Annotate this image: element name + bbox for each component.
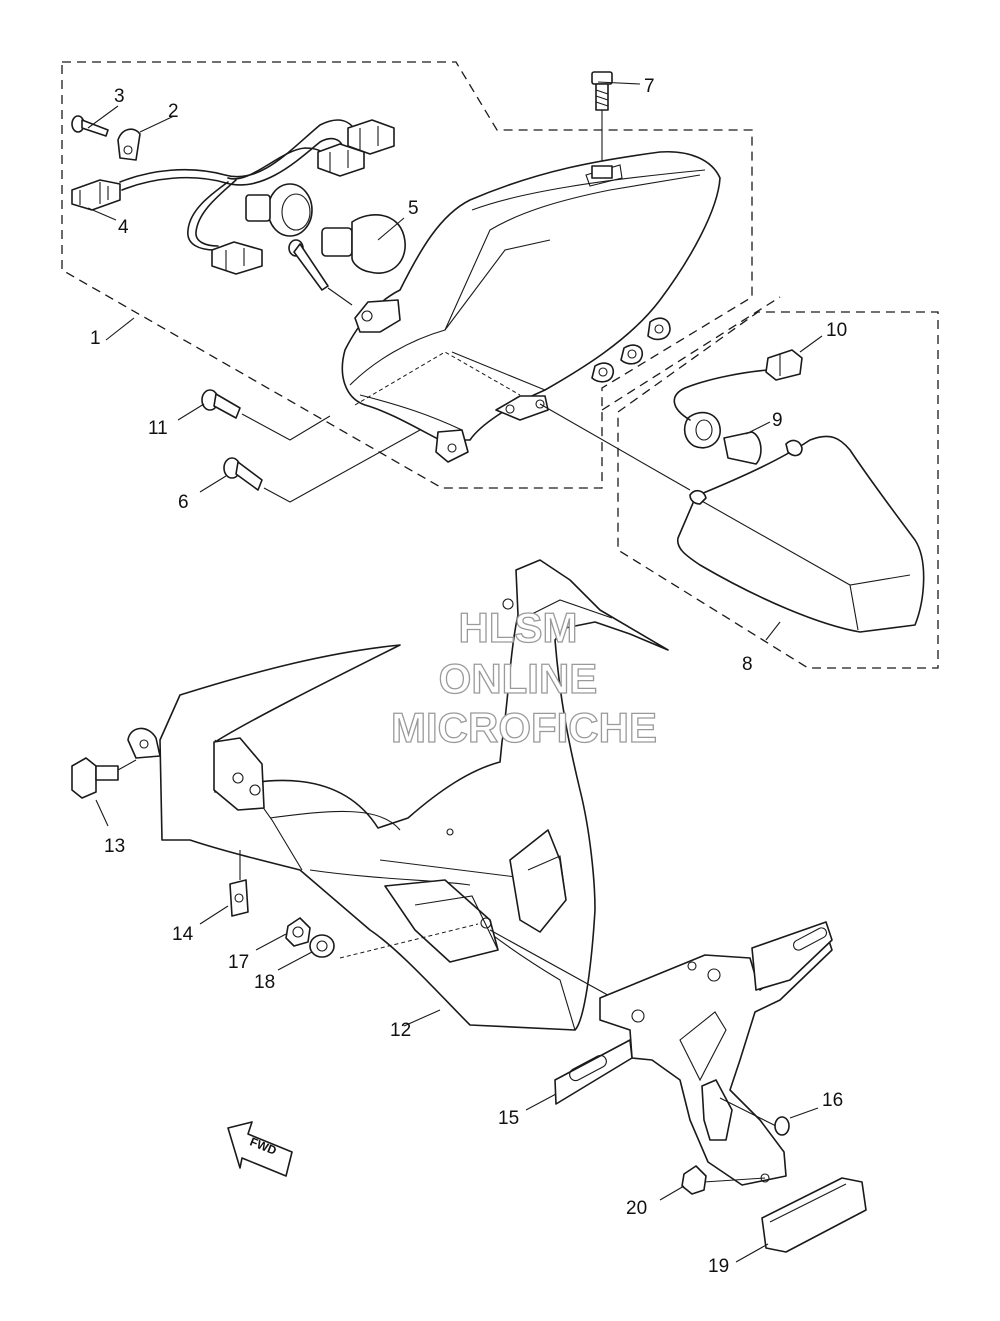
callout-5: 5 (408, 198, 419, 219)
license-socket (673, 349, 803, 449)
watermark: HLSM ONLINE MICROFICHE (390, 603, 657, 751)
callout-1: 1 (90, 328, 101, 349)
callout-19: 19 (708, 1256, 729, 1277)
callout-labels: 1 2 3 4 5 6 7 8 9 10 11 12 13 14 15 16 1… (90, 76, 847, 1277)
callout-12: 12 (390, 1020, 411, 1041)
license-bracket (554, 921, 833, 1186)
reflector-19 (761, 1177, 867, 1253)
grommet-18 (309, 934, 335, 958)
callout-15: 15 (498, 1108, 519, 1129)
screw-6 (223, 429, 421, 503)
callout-14: 14 (172, 924, 194, 945)
forward-direction-arrow: FWD (227, 1121, 293, 1177)
watermark-line-1: HLSM (459, 604, 578, 651)
top-screw (591, 71, 613, 111)
harness-connector-upper (347, 119, 395, 155)
callout-2: 2 (168, 101, 179, 122)
callout-4: 4 (118, 217, 129, 238)
nut-clip-14 (229, 850, 249, 917)
callout-8: 8 (742, 654, 753, 675)
harness-connector-middle (317, 143, 365, 177)
harness-clamp (117, 128, 141, 161)
callout-9: 9 (772, 410, 783, 431)
screw-11 (201, 389, 331, 441)
bulb-socket (245, 183, 313, 237)
harness-connector-lower (211, 241, 263, 275)
callout-6: 6 (178, 492, 189, 513)
callout-3: 3 (114, 86, 125, 107)
clamp-screw (71, 115, 109, 137)
license-light (676, 435, 925, 633)
callout-10: 10 (826, 320, 847, 341)
license-light-group-step (601, 296, 781, 411)
rear-fender (127, 559, 669, 1031)
harness-connector-left (71, 179, 121, 211)
screw-16 (774, 1116, 790, 1136)
tail-bulb (321, 214, 406, 274)
license-light-group-outline (617, 311, 939, 669)
nut-17 (285, 917, 311, 947)
callout-20: 20 (626, 1198, 647, 1219)
tail-light-harness (119, 119, 356, 251)
watermark-line-3: MICROFICHE (391, 704, 657, 751)
callout-17: 17 (228, 952, 249, 973)
callout-7: 7 (644, 76, 655, 97)
watermark-line-2: ONLINE (439, 655, 598, 702)
housing-screw (288, 239, 329, 291)
license-bulb (723, 431, 762, 465)
callout-18: 18 (254, 972, 275, 993)
callout-16: 16 (822, 1090, 843, 1111)
callout-11: 11 (148, 418, 168, 439)
tail-light-housing (341, 150, 721, 463)
callout-13: 13 (104, 836, 125, 857)
bolt-13 (71, 757, 137, 799)
nut-20 (681, 1165, 707, 1195)
tail-light-group-outline (61, 61, 753, 489)
leader-lines (87, 81, 823, 1263)
